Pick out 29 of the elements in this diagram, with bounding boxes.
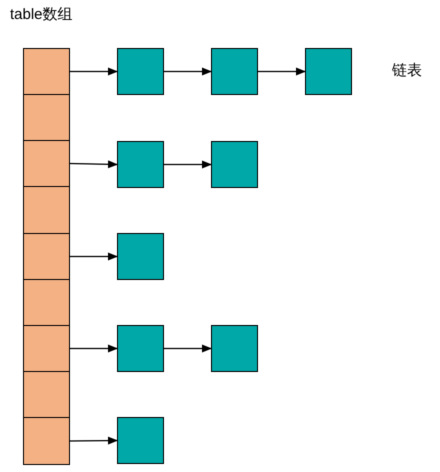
array-cell bbox=[23, 371, 70, 418]
arrow bbox=[70, 252, 118, 260]
array-cell bbox=[23, 140, 70, 187]
arrow bbox=[70, 436, 118, 445]
arrow bbox=[164, 160, 212, 168]
list-node-box bbox=[117, 141, 164, 188]
array-cell bbox=[23, 417, 70, 465]
arrow bbox=[258, 68, 306, 76]
list-label: 链表 bbox=[392, 62, 422, 80]
list-node-box bbox=[211, 141, 258, 188]
arrow bbox=[70, 344, 118, 352]
array-cell bbox=[23, 233, 70, 280]
array-cell bbox=[23, 325, 70, 372]
list-node-box bbox=[117, 233, 164, 280]
list-node-box bbox=[211, 325, 258, 372]
list-node-box bbox=[305, 48, 352, 95]
list-node-box bbox=[117, 48, 164, 95]
arrow bbox=[70, 68, 118, 76]
arrow bbox=[164, 344, 212, 352]
array-cell bbox=[23, 186, 70, 234]
array-cell bbox=[23, 279, 70, 326]
arrow bbox=[70, 160, 118, 168]
list-node-box bbox=[117, 417, 164, 464]
arrow bbox=[164, 68, 212, 76]
array-cell bbox=[23, 94, 70, 141]
list-node-box bbox=[117, 325, 164, 372]
array-label: table数组 bbox=[10, 6, 73, 24]
array-cell bbox=[23, 48, 70, 95]
list-node-box bbox=[211, 48, 258, 95]
